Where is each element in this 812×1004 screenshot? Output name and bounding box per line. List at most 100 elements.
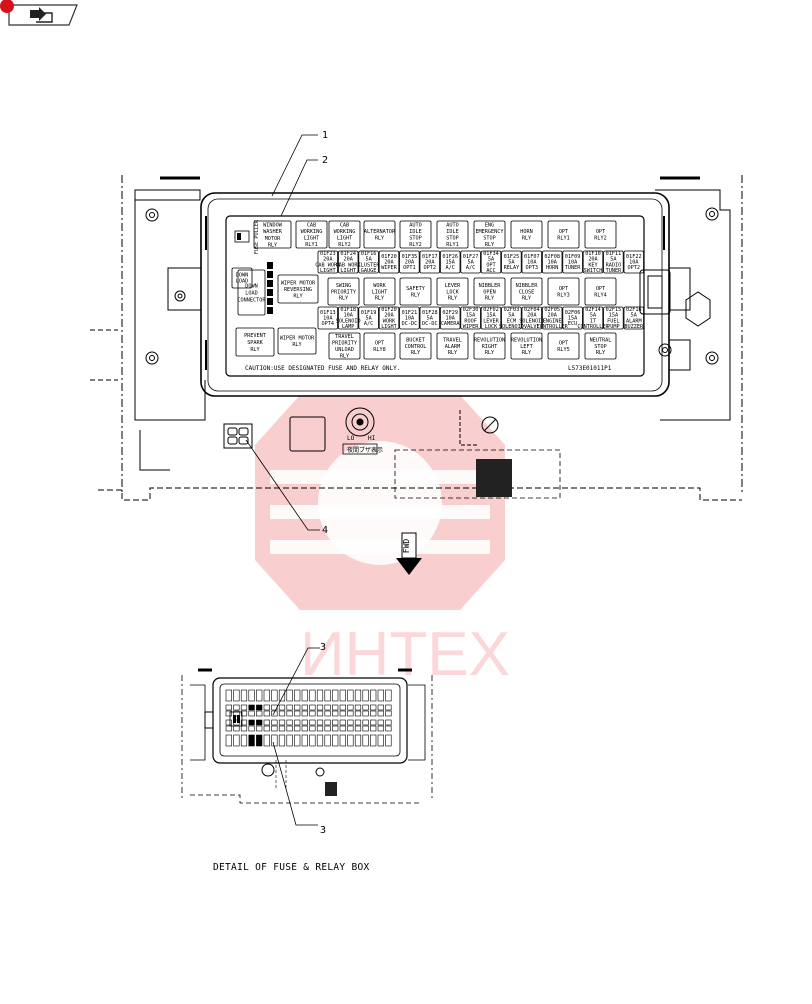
relay-r1-4-text: RLY2: [409, 242, 422, 248]
detail-cell: [377, 710, 384, 717]
fuse-r1-12-text: TUNER: [565, 265, 581, 271]
detail-cell: [263, 710, 270, 717]
detail-cell: [370, 689, 377, 702]
fuse-r1-14-text: 01F11: [606, 251, 622, 257]
detail-cell: [301, 710, 308, 717]
detail-cell: [332, 719, 339, 726]
relay-r2-9-text: RLY4: [594, 293, 607, 299]
fuse-r1-4-text: 01F35: [402, 254, 418, 260]
relay-r1-2-text: RLY2: [338, 242, 351, 248]
fuse-r2-14-text: 02F15: [606, 307, 622, 313]
fuse-r2-13-text: IT: [590, 318, 596, 324]
detail-cell: [233, 704, 240, 711]
fuse-r1-7-text: 5A: [467, 260, 474, 266]
fuse-r2-3-text: WORK: [383, 318, 396, 324]
detail-cell: [324, 734, 331, 747]
detail-cell: [385, 725, 392, 732]
fuse-r1-7-text: A/C: [466, 265, 475, 271]
fuse-r2-12-text: 15A: [568, 316, 578, 322]
relay-r3-4-text: CONTROL: [405, 344, 427, 350]
detail-cell: [271, 734, 278, 747]
fuse-r2-5-text: DC-DC: [422, 321, 438, 327]
detail-cell: [256, 710, 263, 717]
detail-cell: [294, 719, 301, 726]
leader-2: 2: [322, 155, 328, 166]
relay-r2-6-text: OPEN: [483, 289, 496, 295]
relay-r2-4-text: RLY: [411, 293, 421, 299]
detail-cell: [240, 710, 248, 717]
nav-back-button[interactable]: [0, 0, 79, 27]
relay-r3-7-text: LEFT: [520, 344, 533, 350]
relay-r2-6-text: RLY: [485, 296, 495, 302]
fuse-r2-15-text: 02F16: [626, 307, 642, 313]
relay-r1-4-text: IDLE: [409, 229, 422, 235]
fuse-r2-6-text: CAMERA: [441, 321, 461, 327]
detail-cell: [286, 734, 293, 747]
relay-download-top-text: DOWN: [236, 273, 249, 279]
relay-r3-5-text: ALARM: [445, 344, 461, 350]
detail-cell: [301, 719, 308, 726]
fuse-r1-14-text: TUNER: [606, 268, 622, 274]
relay-r2-7-text: NIBBLER: [516, 283, 539, 289]
detail-cell: [385, 719, 392, 726]
fuse-r1-4-text: OPT1: [403, 265, 416, 271]
detail-cell: [248, 719, 255, 726]
fuse-r1-5-text: 20A: [425, 260, 435, 266]
detail-connector: [229, 711, 243, 727]
fuse-r2-2-text: A/C: [364, 321, 373, 327]
relay-prevent-spark-text: SPARK: [247, 340, 263, 346]
detail-cell: [339, 725, 346, 732]
fuse-r1-15-text: 10A: [629, 260, 639, 266]
fuse-r1-2-text: 01F16: [361, 251, 377, 257]
leader-1: 1: [322, 130, 328, 141]
relay-r1-9-text: OPT: [596, 229, 605, 235]
relay-r3-5-text: TRAVEL: [443, 337, 462, 343]
relay-wiper-reversing-text: WIPER MOTOR: [281, 280, 316, 286]
relay-r1-2-text: WORKING: [334, 229, 356, 235]
detail-cell: [309, 689, 316, 702]
detail-cell: [354, 734, 362, 747]
relay-r2-8-text: OPT: [559, 286, 568, 292]
relay-window-washer-text: MOTOR: [265, 236, 281, 242]
detail-cell: [354, 725, 362, 732]
detail-cell: [324, 704, 331, 711]
detail-cell: [248, 689, 255, 702]
detail-cell: [309, 719, 316, 726]
fuse-r2-10-text: SOLENOID: [519, 318, 544, 324]
fuse-r2-1-text: SOLENOID: [336, 318, 361, 324]
fuse-r2-11-text: CONTROLLER: [537, 324, 569, 330]
fuse-r2-3-text: LIGHT: [381, 324, 397, 330]
relay-download-connector-text: DOWN: [245, 284, 258, 290]
detail-cell: [316, 689, 324, 702]
relay-wiper-reversing-text: REVERSING: [284, 287, 312, 293]
detail-cell: [377, 734, 384, 747]
relay-r3-5-text: RLY: [448, 350, 458, 356]
relay-r3-9-text: STOP: [594, 344, 607, 350]
detail-cell: [256, 719, 263, 726]
detail-cell: [339, 710, 346, 717]
detail-cell: [324, 710, 331, 717]
fuse-r1-11-text: 02F08: [544, 254, 560, 260]
fuse-r1-14-text: RADIO: [606, 262, 622, 268]
relay-r1-1-text: CAB: [307, 223, 316, 229]
fuse-r1-10-text: OPT3: [526, 265, 539, 271]
detail-cell: [278, 725, 286, 732]
relay-prevent-spark-text: RLY: [250, 347, 260, 353]
knob-hi-label: HI: [368, 435, 376, 442]
